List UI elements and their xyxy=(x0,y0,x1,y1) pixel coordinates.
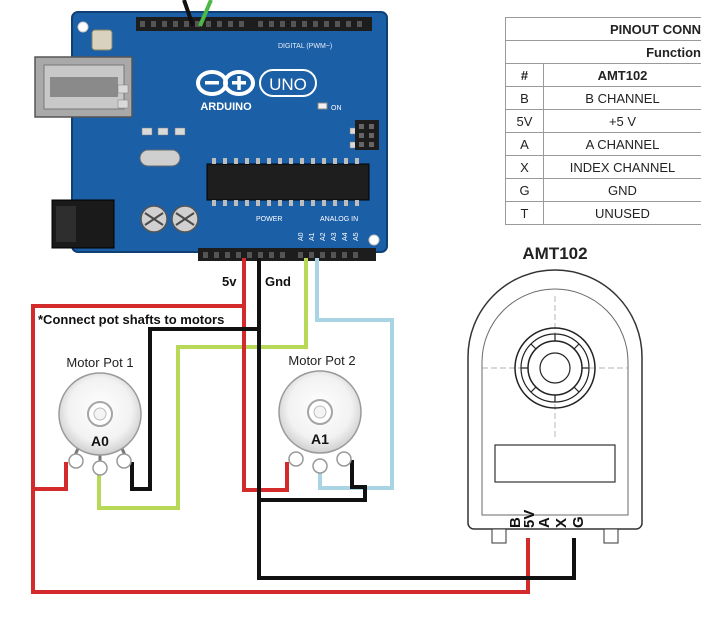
pinout-table: PINOUT CONN Function # AMT102 B B CHANNE… xyxy=(505,17,701,225)
wire-gnd-pot1 xyxy=(130,327,259,491)
encoder-pin-5v: 5V xyxy=(521,510,538,528)
digital-header xyxy=(136,17,372,31)
pot-2-title: Motor Pot 2 xyxy=(288,353,355,368)
table-row: A A CHANNEL xyxy=(505,132,701,156)
analog-pin-label: A5 xyxy=(353,232,360,241)
pot-1-title: Motor Pot 1 xyxy=(66,355,133,370)
pinout-pin: X xyxy=(505,155,544,179)
pinout-pin: 5V xyxy=(505,109,544,133)
pinout-function: INDEX CHANNEL xyxy=(543,155,701,179)
pinout-function: GND xyxy=(543,178,701,202)
wire-5v-pot2 xyxy=(242,306,289,492)
analog-pin-label: A2 xyxy=(320,232,327,241)
label-5v: 5v xyxy=(222,274,237,289)
pot-2-pin: A1 xyxy=(311,431,329,447)
power-analog-header xyxy=(198,248,376,261)
pinout-function: A CHANNEL xyxy=(543,132,701,156)
pinout-function: B CHANNEL xyxy=(543,86,701,110)
motor-pot-1: Motor Pot 1 A0 xyxy=(58,355,142,476)
pinout-pin: T xyxy=(505,201,544,225)
pinout-function: +5 V xyxy=(543,109,701,133)
arduino-logo: UNO ARDUINO xyxy=(196,69,317,113)
encoder-pin-x: X xyxy=(553,518,570,528)
usb-connector xyxy=(34,56,133,118)
analog-pin-label: A1 xyxy=(309,232,316,241)
wire-gnd xyxy=(257,258,576,580)
digital-label: DIGITAL (PWM~) xyxy=(278,43,332,50)
arduino-uno-board: DIGITAL (PWM~) UNO ARDUINO ON xyxy=(34,11,388,261)
encoder-pin-a: A xyxy=(536,517,553,528)
analog-pin-label: A3 xyxy=(331,232,338,241)
atmega-chip xyxy=(206,158,370,206)
reset-button xyxy=(91,29,113,51)
amt102-encoder: AMT102 B 5V A X G xyxy=(467,244,643,544)
wire-top-green xyxy=(198,0,213,27)
pinout-header-pin: # xyxy=(505,63,544,87)
pinout-function: UNUSED xyxy=(543,201,701,225)
icsp-header xyxy=(355,120,379,150)
pinout-pin: G xyxy=(505,178,544,202)
brand-label: ARDUINO xyxy=(200,101,252,113)
wire-5v-pot1 xyxy=(33,462,68,491)
analog-pin-labels: A0 A1 A2 A3 A4 A5 xyxy=(298,232,360,241)
table-row: B B CHANNEL xyxy=(505,86,701,110)
encoder-label-window xyxy=(494,444,616,483)
smd-components xyxy=(117,84,359,149)
pinout-pin: A xyxy=(505,132,544,156)
encoder-title: AMT102 xyxy=(522,244,587,263)
analog-pin-label: A0 xyxy=(298,232,305,241)
table-row: T UNUSED xyxy=(505,201,701,225)
label-gnd: Gnd xyxy=(265,274,291,289)
motor-pot-2: Motor Pot 2 A1 xyxy=(278,353,362,474)
dc-power-jack xyxy=(51,199,115,249)
model-label: UNO xyxy=(269,75,307,94)
pinout-pin: B xyxy=(505,86,544,110)
wire-gnd-pot2 xyxy=(259,460,367,502)
power-label: POWER xyxy=(256,216,282,223)
wire-5v xyxy=(31,258,530,594)
pot-shaft-note: *Connect pot shafts to motors xyxy=(38,312,224,327)
on-label: ON xyxy=(331,105,342,112)
pinout-table-subtitle: Function xyxy=(505,40,701,64)
pot-1-pin: A0 xyxy=(91,433,109,449)
encoder-pin-b: B xyxy=(507,517,524,528)
wire-a0-signal xyxy=(97,258,308,510)
analog-pin-label: A4 xyxy=(342,232,349,241)
crystal xyxy=(139,149,181,167)
table-row: X INDEX CHANNEL xyxy=(505,155,701,179)
wire-top-black xyxy=(182,0,195,27)
capacitors xyxy=(140,205,199,233)
table-row: G GND xyxy=(505,178,701,202)
pinout-header-function: AMT102 xyxy=(543,63,701,87)
analog-label: ANALOG IN xyxy=(320,216,358,223)
table-row: 5V +5 V xyxy=(505,109,701,133)
pinout-table-title: PINOUT CONN xyxy=(505,17,701,41)
wire-a1-signal xyxy=(315,258,394,490)
on-led xyxy=(317,102,328,110)
encoder-pin-g: G xyxy=(570,516,587,528)
